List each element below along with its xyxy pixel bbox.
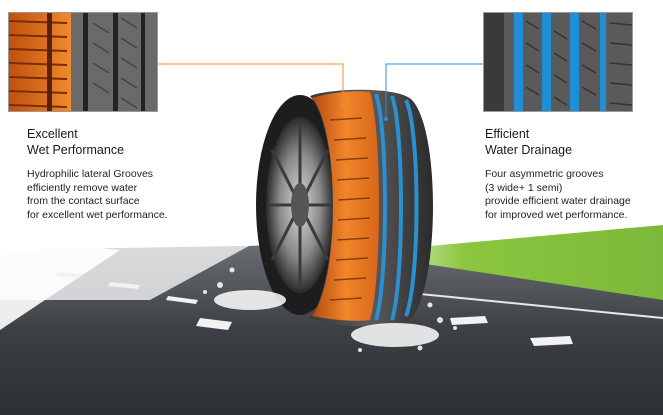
wet-performance-heading: Excellent Wet Performance: [27, 126, 168, 158]
heading-line: Excellent: [27, 127, 78, 141]
description-line: for excellent wet performance.: [27, 208, 168, 221]
heading-line: Efficient: [485, 127, 530, 141]
description-line: for improved wet performance.: [485, 208, 628, 221]
description-line: Hydrophilic lateral Grooves: [27, 168, 154, 180]
wet-performance-description: Hydrophilic lateral Grooves efficiently …: [27, 168, 168, 222]
right-callout-line: [385, 63, 483, 118]
description-line: Four asymmetric grooves: [485, 168, 604, 180]
orange-tread-closeup-icon: [8, 12, 158, 112]
description-line: provide efficient water drainage: [485, 195, 631, 207]
water-drainage-block: Efficient Water Drainage Four asymmetric…: [485, 126, 631, 222]
water-drainage-heading: Efficient Water Drainage: [485, 126, 631, 158]
heading-line: Wet Performance: [27, 143, 125, 157]
blue-groove-closeup-icon: [483, 12, 633, 112]
water-splash: [203, 267, 457, 352]
description-line: (3 wide+ 1 semi): [485, 181, 563, 194]
left-callout-line: [158, 63, 344, 105]
wet-performance-block: Excellent Wet Performance Hydrophilic la…: [27, 126, 168, 222]
tire: [256, 89, 433, 327]
heading-line: Water Drainage: [485, 143, 573, 157]
description-line: efficiently remove water: [27, 181, 138, 194]
water-drainage-description: Four asymmetric grooves (3 wide+ 1 semi)…: [485, 168, 631, 222]
description-line: from the contact surface: [27, 195, 140, 207]
